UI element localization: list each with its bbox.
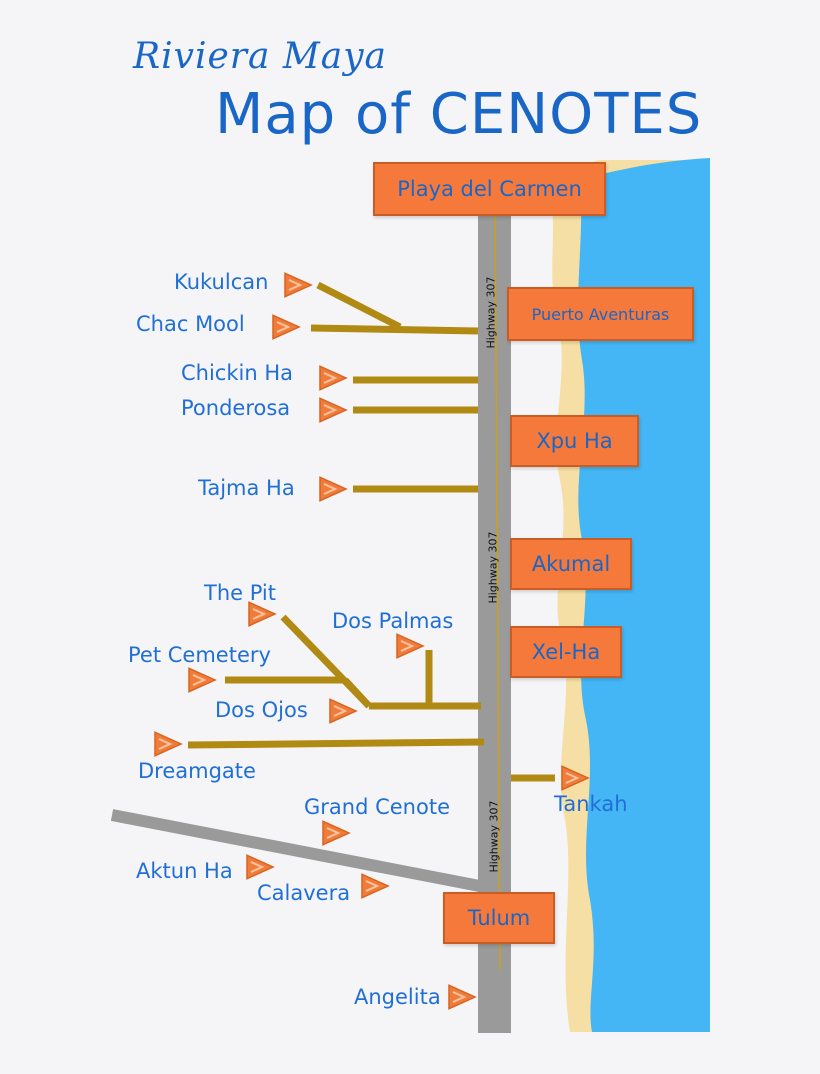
highway-label: Highway 307 xyxy=(487,799,501,873)
cenote-marker-icon xyxy=(361,873,390,899)
access-road xyxy=(316,281,402,331)
town-tulum: Tulum xyxy=(443,892,555,944)
highway-label: Highway 307 xyxy=(484,275,498,349)
cenote-label-chac-mool: Chac Mool xyxy=(136,312,245,336)
highway-center-line xyxy=(494,194,501,971)
cenote-label-dreamgate: Dreamgate xyxy=(138,759,256,783)
cenote-label-dos-palmas: Dos Palmas xyxy=(332,609,454,633)
cenote-marker-icon xyxy=(246,854,275,880)
town-xel-ha: Xel-Ha xyxy=(510,626,622,678)
access-road xyxy=(187,738,485,749)
town-xpu-ha: Xpu Ha xyxy=(510,415,639,467)
town-playa-del-carmen: Playa del Carmen xyxy=(373,162,606,216)
cenote-label-tajma-ha: Tajma Ha xyxy=(198,476,295,500)
cenote-marker-icon xyxy=(319,476,348,502)
cenote-marker-icon xyxy=(248,601,277,627)
town-puerto-aventuras: Puerto Aventuras xyxy=(507,287,694,341)
cenote-label-grand-cenote: Grand Cenote xyxy=(304,795,450,819)
cenote-label-calavera: Calavera xyxy=(257,881,351,905)
highway-label: Highway 307 xyxy=(486,530,500,604)
cenote-marker-icon xyxy=(272,314,301,340)
cenote-marker-icon xyxy=(188,667,217,693)
access-road xyxy=(310,324,479,335)
cenote-label-chickin-ha: Chickin Ha xyxy=(181,361,293,385)
cenote-marker-icon xyxy=(561,765,590,791)
cenote-label-ponderosa: Ponderosa xyxy=(181,396,291,420)
cenote-label-kukulcan: Kukulcan xyxy=(174,270,269,294)
cenote-marker-icon xyxy=(322,820,351,846)
cenote-label-angelita: Angelita xyxy=(354,985,441,1009)
map-subtitle: Riviera Maya xyxy=(133,36,388,77)
road-to-coba xyxy=(110,809,492,894)
cenote-label-pet-cemetery: Pet Cemetery xyxy=(128,643,271,667)
map-title: Map of CENOTES xyxy=(215,82,703,147)
cenote-marker-icon xyxy=(396,633,425,659)
cenote-marker-icon xyxy=(319,397,348,423)
town-akumal: Akumal xyxy=(510,538,632,590)
cenote-label-tankah: Tankah xyxy=(554,792,628,816)
sea xyxy=(578,158,710,1032)
cenote-marker-icon xyxy=(284,272,313,298)
cenote-label-dos-ojos: Dos Ojos xyxy=(215,698,308,722)
cenote-label-aktun-ha: Aktun Ha xyxy=(136,859,233,883)
cenote-marker-icon xyxy=(154,731,183,757)
access-road xyxy=(342,677,372,709)
cenote-marker-icon xyxy=(329,698,358,724)
cenote-marker-icon xyxy=(448,984,477,1010)
cenote-marker-icon xyxy=(319,365,348,391)
cenote-label-the-pit: The Pit xyxy=(204,581,277,605)
